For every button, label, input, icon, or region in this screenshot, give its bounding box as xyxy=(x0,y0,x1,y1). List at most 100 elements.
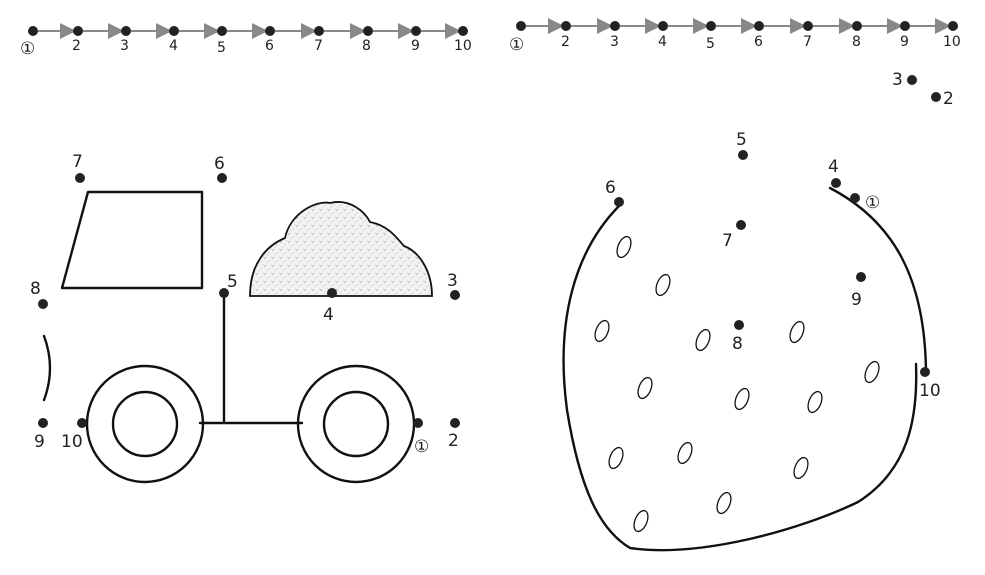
nl1-dot-4 xyxy=(169,26,179,36)
nl1-dot-9 xyxy=(411,26,421,36)
truck-dot-4 xyxy=(327,288,337,298)
strawberry-seed-2 xyxy=(655,273,671,297)
strawberry-label-8: 8 xyxy=(732,334,743,354)
truck-label-6: 6 xyxy=(214,154,225,174)
nl2-dot-3 xyxy=(610,21,620,31)
strawberry-seed-6 xyxy=(637,376,653,400)
truck-label-2: 2 xyxy=(448,431,459,451)
nl1-dot-3 xyxy=(121,26,131,36)
nl1-label-4: 4 xyxy=(169,38,178,54)
nl2-dot-1 xyxy=(516,21,526,31)
strawberry-seed-12 xyxy=(793,456,809,480)
truck-dot-9 xyxy=(38,418,48,428)
truck-label-1: ① xyxy=(414,437,429,457)
strawberry-seed-9 xyxy=(864,360,880,384)
number-line-right: ① 2 3 4 5 6 7 8 9 10 xyxy=(509,18,961,55)
nl1-label-9: 9 xyxy=(411,38,420,54)
nl1-dot-10 xyxy=(458,26,468,36)
nl1-label-10: 10 xyxy=(454,38,472,54)
strawberry-label-9: 9 xyxy=(851,290,862,310)
strawberry-label-7: 7 xyxy=(722,231,733,251)
truck-front-wheel-inner xyxy=(111,390,179,458)
nl2-label-3: 3 xyxy=(610,34,619,50)
truck-cab-window xyxy=(60,190,204,290)
strawberry-seed-10 xyxy=(608,446,624,470)
truck-load-pile xyxy=(249,201,433,297)
nl1-dot-1 xyxy=(28,26,38,36)
strawberry-seeds xyxy=(594,235,880,533)
truck-dot-8 xyxy=(38,299,48,309)
strawberry-seed-8 xyxy=(807,390,823,414)
truck-label-7: 7 xyxy=(72,152,83,172)
strawberry-seed-11 xyxy=(677,441,693,465)
nl1-label-6: 6 xyxy=(265,38,274,54)
nl2-dot-10 xyxy=(948,21,958,31)
nl1-label-3: 3 xyxy=(120,38,129,54)
strawberry-seed-4 xyxy=(695,328,711,352)
nl1-label-7: 7 xyxy=(314,38,323,54)
strawberry-seed-5 xyxy=(789,320,805,344)
truck-label-3: 3 xyxy=(447,271,458,291)
strawberry-dots xyxy=(614,75,941,377)
number-line-right-labels: ① 2 3 4 5 6 7 8 9 10 xyxy=(509,34,961,55)
strawberry-label-1: ① xyxy=(865,193,880,213)
truck-dots xyxy=(38,173,460,428)
strawberry-label-5: 5 xyxy=(736,130,747,150)
strawberry-outline xyxy=(562,203,918,552)
strawberry-label-10: 10 xyxy=(919,381,941,401)
nl1-dot-6 xyxy=(265,26,275,36)
nl2-dot-5 xyxy=(706,21,716,31)
number-line-left-dots xyxy=(28,26,468,36)
number-line-left: ① 2 3 4 5 6 7 8 9 10 xyxy=(20,23,472,59)
strawberry-dot-4 xyxy=(831,178,841,188)
nl2-label-6: 6 xyxy=(754,34,763,50)
truck-label-9: 9 xyxy=(34,432,45,452)
strawberry-seed-3 xyxy=(594,319,610,343)
strawberry-dot-9 xyxy=(856,272,866,282)
strawberry-seed-7 xyxy=(734,387,750,411)
nl1-label-8: 8 xyxy=(362,38,371,54)
strawberry-dot-6 xyxy=(614,197,624,207)
strawberry-label-6: 6 xyxy=(605,178,616,198)
nl2-label-1: ① xyxy=(509,35,524,55)
nl2-dot-8 xyxy=(852,21,862,31)
truck-dot-10 xyxy=(77,418,87,428)
number-line-right-dots xyxy=(516,21,958,31)
strawberry-dot-3 xyxy=(907,75,917,85)
truck-label-8: 8 xyxy=(30,279,41,299)
nl1-dot-7 xyxy=(314,26,324,36)
truck-rear-wheel-inner xyxy=(322,390,390,458)
truck-dot-6 xyxy=(217,173,227,183)
strawberry-label-4: 4 xyxy=(828,157,839,177)
nl2-label-4: 4 xyxy=(658,34,667,50)
nl2-label-2: 2 xyxy=(561,34,570,50)
nl2-label-9: 9 xyxy=(900,34,909,50)
strawberry-seed-14 xyxy=(633,509,649,533)
nl2-label-7: 7 xyxy=(803,34,812,50)
strawberry-dot-1 xyxy=(850,193,860,203)
nl2-label-8: 8 xyxy=(852,34,861,50)
truck-rear-wheel-outer xyxy=(296,364,416,484)
nl2-label-5: 5 xyxy=(706,36,715,52)
truck-dot-2 xyxy=(450,418,460,428)
nl1-label-1: ① xyxy=(20,39,35,59)
strawberry-dot-8 xyxy=(734,320,744,330)
nl2-dot-6 xyxy=(754,21,764,31)
strawberry-label-2: 2 xyxy=(943,89,954,109)
strawberry-drawing: ① 2 3 4 5 6 7 8 9 10 xyxy=(562,70,954,552)
truck-label-4: 4 xyxy=(323,305,334,325)
nl1-dot-2 xyxy=(73,26,83,36)
strawberry-dot-2 xyxy=(931,92,941,102)
strawberry-right-edge xyxy=(828,186,928,374)
truck-dot-1 xyxy=(413,418,423,428)
number-line-left-labels: ① 2 3 4 5 6 7 8 9 10 xyxy=(20,38,472,59)
nl1-dot-5 xyxy=(217,26,227,36)
truck-dot-7 xyxy=(75,173,85,183)
truck-dot-3 xyxy=(450,290,460,300)
truck-label-10: 10 xyxy=(61,432,83,452)
truck-front-wheel-outer xyxy=(85,364,205,484)
strawberry-seed-1 xyxy=(616,235,632,259)
nl1-label-2: 2 xyxy=(72,38,81,54)
nl2-dot-7 xyxy=(803,21,813,31)
